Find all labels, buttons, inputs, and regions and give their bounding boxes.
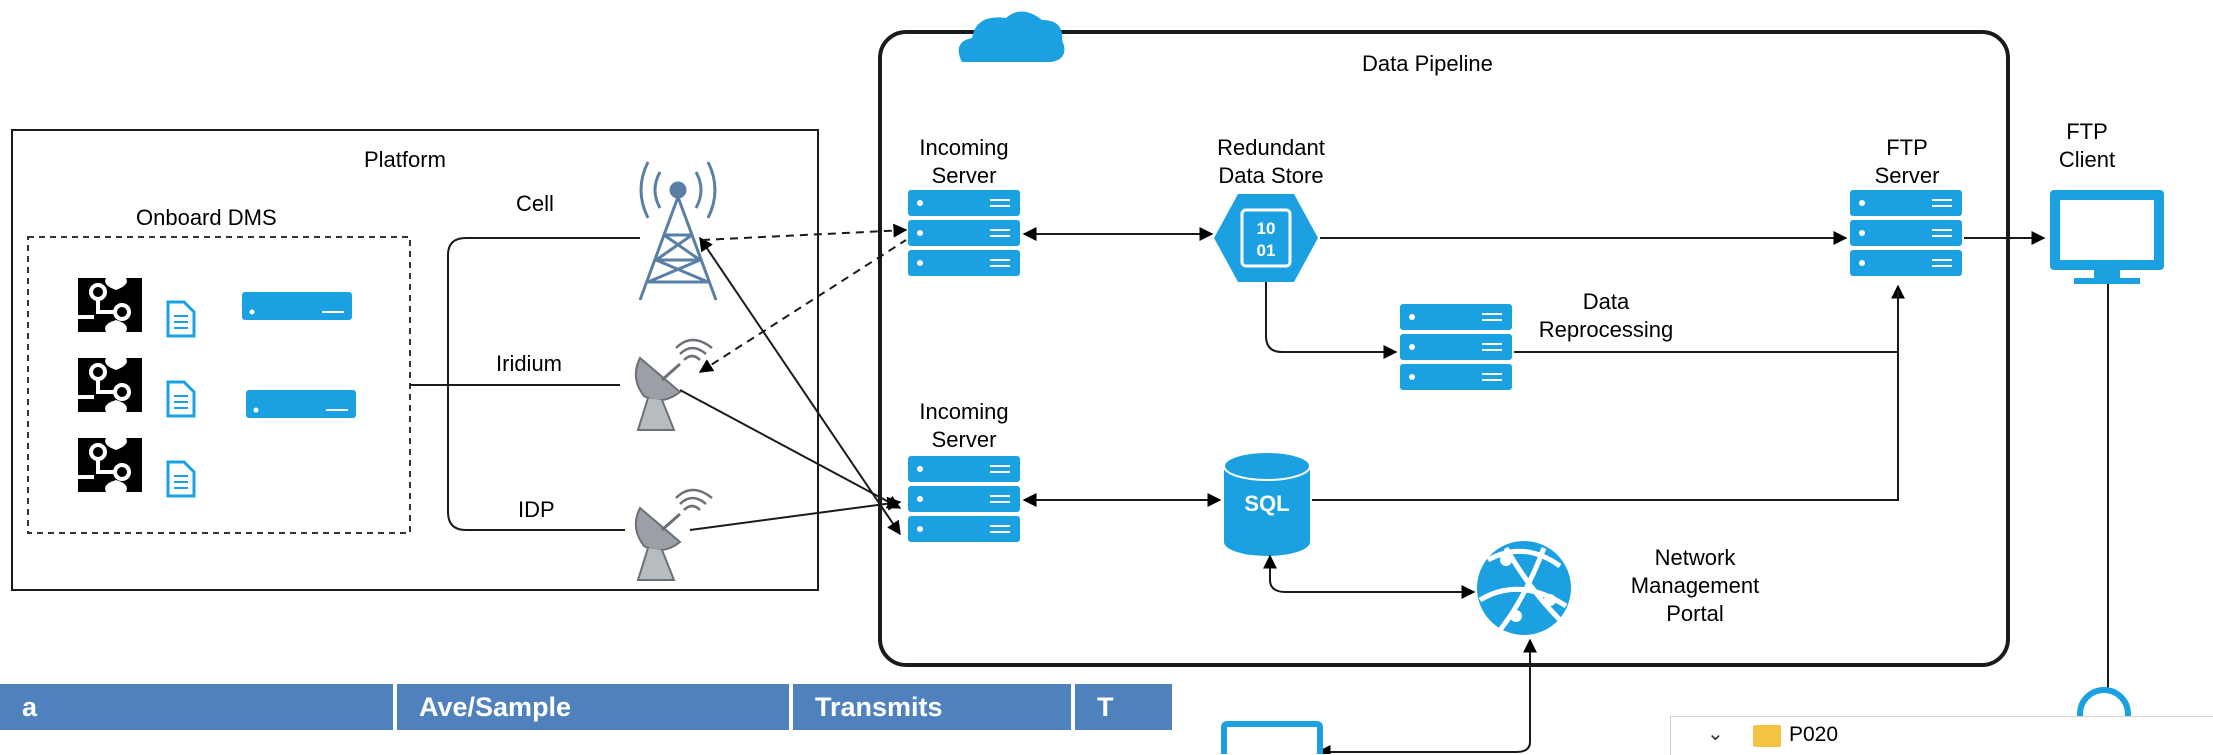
cell-link (410, 237, 640, 386)
incoming-server-bottom-icon (908, 456, 1020, 542)
sql-label: SQL (1244, 491, 1290, 516)
cell-label: Cell (516, 191, 554, 216)
idp-label: IDP (518, 497, 555, 522)
file-tree: ⌄ P020 (1670, 716, 2213, 755)
store-glyph-top: 10 (1257, 219, 1276, 238)
iridium-dish-icon (634, 338, 714, 432)
chevron-down-icon[interactable]: ⌄ (1707, 721, 1724, 745)
drone-icon (76, 276, 144, 334)
monitor-icon (2050, 190, 2164, 284)
tree-item-label[interactable]: P020 (1789, 723, 1839, 746)
table-header-cell: Transmits (793, 684, 1071, 730)
monitor-partial-icon (1221, 721, 1323, 754)
drone-icon (76, 356, 144, 414)
ftp-server-icon (1850, 190, 1962, 276)
table-header-row: a Ave/Sample Transmits T (0, 684, 1172, 730)
onboard-title: Onboard DMS (136, 205, 277, 230)
document-icon (166, 460, 196, 498)
table-header-cell: a (0, 684, 393, 730)
flat-server-icon (246, 390, 356, 418)
platform-title: Platform (364, 147, 446, 172)
drone-icon (76, 436, 144, 494)
folder-icon (1753, 725, 1781, 747)
table-header-cell: Ave/Sample (397, 684, 789, 730)
store-glyph-bottom: 01 (1257, 241, 1276, 260)
idp-dish-icon (634, 488, 714, 582)
iridium-label: Iridium (496, 351, 563, 376)
pipeline-title: Data Pipeline (1362, 51, 1493, 76)
document-icon (166, 300, 196, 338)
document-icon (166, 380, 196, 418)
cell-tower-icon (638, 161, 718, 301)
flat-server-icon (242, 292, 352, 320)
incoming-server-top-icon (908, 190, 1020, 276)
sql-database-icon (1223, 451, 1311, 556)
table-header-cell: T (1075, 684, 1172, 730)
cloud-icon (958, 11, 1065, 62)
data-store-icon (1214, 194, 1318, 282)
globe-icon (1477, 541, 1571, 635)
idp-link (447, 385, 625, 531)
data-reprocessing-icon (1400, 304, 1512, 390)
